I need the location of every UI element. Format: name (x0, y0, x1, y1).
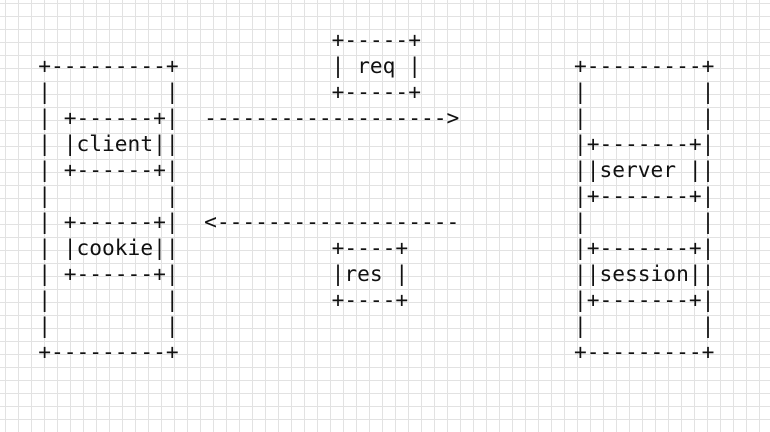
diagram-line: +-----+ (0, 27, 421, 52)
diagram-line: +---------+ +---------+ (0, 339, 715, 364)
diagram-line: | | | | (0, 313, 715, 338)
diagram-line: | | +-----+ | | (0, 79, 715, 104)
diagram-line: | |client|| |+-------+| (0, 131, 715, 156)
diagram-line: | +------+| |res | ||session|| (0, 261, 715, 286)
diagram-line: | +------+| -------------------> | | (0, 105, 715, 130)
diagram-line: | +------+| <------------------- | | (0, 209, 715, 234)
diagram-line: | | +----+ |+-------+| (0, 287, 715, 312)
diagram-line: | | |+-------+| (0, 183, 715, 208)
diagram-line: | |cookie|| +----+ |+-------+| (0, 235, 715, 260)
diagram-line: | +------+| ||server || (0, 157, 715, 182)
diagram-line: +---------+ | req | +---------+ (0, 53, 715, 78)
